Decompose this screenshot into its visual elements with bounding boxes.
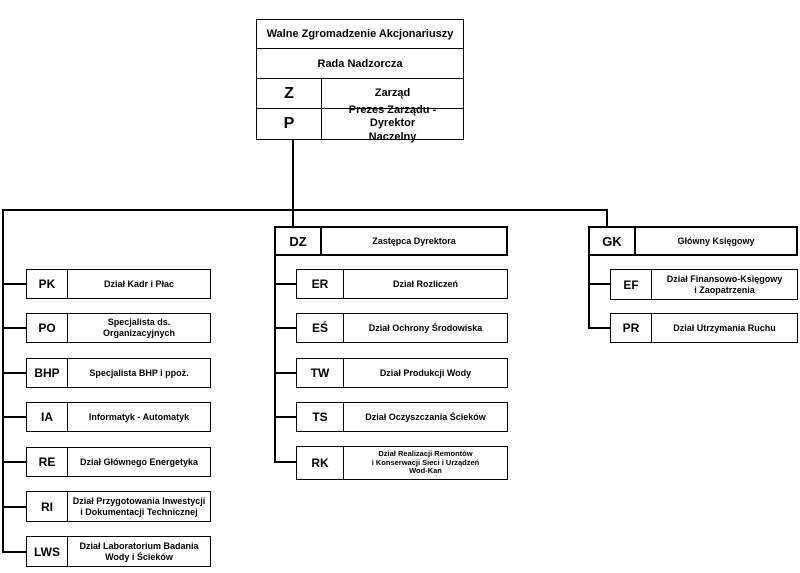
connector-left-column: [2, 209, 4, 552]
unit-code: ER: [297, 270, 344, 298]
tick: [588, 283, 610, 285]
board-code: Z: [257, 79, 322, 108]
unit-code: TW: [297, 359, 344, 387]
unit-name: Dział Ochrony Środowiska: [368, 322, 483, 333]
unit-er: ER Dział Rozliczeń: [296, 269, 508, 299]
supervisory-board-box: Rada Nadzorcza: [256, 48, 464, 79]
unit-name: Dział Przygotowania Inwestycji i Dokumen…: [72, 495, 206, 517]
unit-code: PK: [27, 270, 68, 298]
tick: [588, 327, 610, 329]
unit-name: Dział Finansowo-Księgowy i Zaopatrzenia: [666, 273, 783, 295]
tick: [2, 372, 26, 374]
unit-name: Dział Laboratorium Badania Wody i Ściekó…: [79, 540, 199, 562]
unit-code: PO: [27, 314, 68, 342]
unit-code: RE: [27, 448, 68, 476]
deputy-name: Zastępca Dyrektora: [372, 235, 456, 246]
unit-pk: PK Dział Kadr i Płac: [26, 269, 211, 299]
accountant-code: GK: [590, 228, 636, 254]
connector-accountant-column: [588, 255, 590, 328]
unit-name: Dział Realizacji Remontów i Konserwacji …: [371, 449, 480, 476]
tick: [274, 283, 296, 285]
tick: [2, 283, 26, 285]
unit-code: LWS: [27, 537, 68, 566]
general-meeting-box: Walne Zgromadzenie Akcjonariuszy: [256, 19, 464, 49]
tick: [274, 416, 296, 418]
unit-re: RE Dział Głównego Energetyka: [26, 447, 211, 477]
unit-lws: LWS Dział Laboratorium Badania Wody i Śc…: [26, 536, 211, 567]
unit-ts: TS Dział Oczyszczania Ścieków: [296, 402, 508, 432]
unit-code: RK: [297, 447, 344, 479]
connector-horizontal-main: [2, 209, 608, 211]
tick: [2, 506, 26, 508]
board-name: Zarząd: [374, 86, 411, 99]
unit-ri: RI Dział Przygotowania Inwestycji i Doku…: [26, 491, 211, 522]
unit-name: Dział Głównego Energetyka: [79, 456, 199, 467]
unit-name: Dział Produkcji Wody: [379, 367, 472, 378]
president-name: Prezes Zarządu - Dyrektor Naczelny: [348, 104, 437, 143]
unit-tw: TW Dział Produkcji Wody: [296, 358, 508, 388]
unit-ef: EF Dział Finansowo-Księgowy i Zaopatrzen…: [610, 269, 798, 300]
unit-code: BHP: [27, 359, 68, 387]
unit-name: Informatyk - Automatyk: [88, 411, 190, 422]
connector-vertical-main: [292, 140, 294, 211]
unit-pr: PR Dział Utrzymania Ruchu: [610, 313, 798, 343]
unit-ia: IA Informatyk - Automatyk: [26, 402, 211, 432]
unit-rk: RK Dział Realizacji Remontów i Konserwac…: [296, 446, 508, 480]
unit-code: TS: [297, 403, 344, 431]
tick: [2, 551, 26, 553]
connector-accountant-drop: [606, 209, 608, 228]
tick: [2, 461, 26, 463]
president-box: P Prezes Zarządu - Dyrektor Naczelny: [256, 104, 464, 143]
general-meeting-label: Walne Zgromadzenie Akcjonariuszy: [266, 28, 454, 40]
tick: [2, 327, 26, 329]
unit-code: RI: [27, 492, 68, 521]
unit-name: Dział Rozliczeń: [392, 278, 458, 289]
deputy-director-box: DZ Zastępca Dyrektora: [274, 226, 508, 256]
unit-name: Specjalista BHP i ppoż.: [89, 367, 189, 378]
board-box: Z Zarząd: [256, 78, 464, 109]
chief-accountant-box: GK Główny Księgowy: [588, 226, 798, 256]
connector-deputy-column: [274, 255, 276, 462]
unit-name: Dział Utrzymania Ruchu: [673, 322, 776, 333]
unit-bhp: BHP Specjalista BHP i ppoż.: [26, 358, 211, 388]
unit-name: Specjalista ds. Organizacyjnych: [102, 317, 176, 338]
unit-code: PR: [611, 314, 652, 342]
unit-name: Dział Oczyszczania Ścieków: [365, 411, 486, 422]
unit-code: EŚ: [297, 314, 344, 342]
tick: [2, 416, 26, 418]
supervisory-board-label: Rada Nadzorcza: [317, 57, 403, 70]
unit-es: EŚ Dział Ochrony Środowiska: [296, 313, 508, 343]
unit-po: PO Specjalista ds. Organizacyjnych: [26, 313, 211, 343]
unit-code: IA: [27, 403, 68, 431]
unit-code: EF: [611, 270, 652, 299]
unit-name: Dział Kadr i Płac: [103, 278, 175, 289]
president-code: P: [257, 109, 322, 139]
tick: [274, 372, 296, 374]
deputy-code: DZ: [276, 228, 322, 254]
accountant-name: Główny Księgowy: [677, 235, 755, 246]
tick: [274, 461, 296, 463]
tick: [274, 327, 296, 329]
connector-deputy-drop: [292, 209, 294, 228]
